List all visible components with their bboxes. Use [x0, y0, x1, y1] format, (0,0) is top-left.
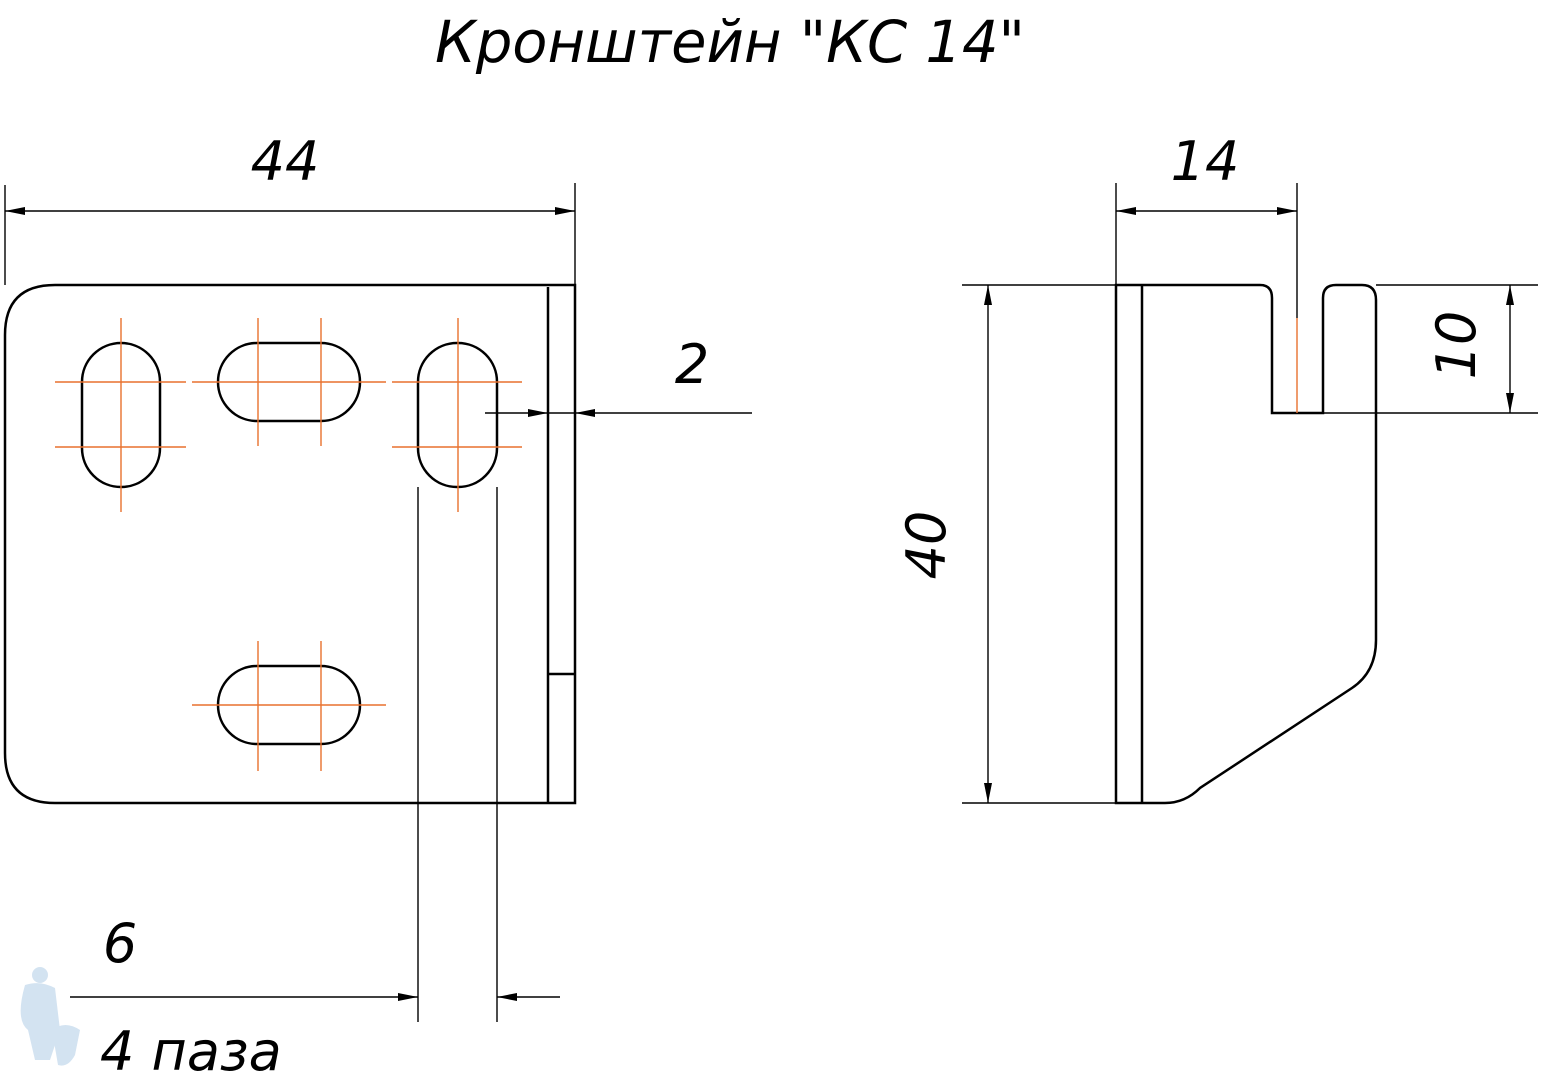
- drawing-title: Кронштейн "КС 14": [435, 8, 1025, 76]
- dim-14-label: 14: [1171, 130, 1240, 193]
- slots-note: 4 паза: [100, 1020, 282, 1080]
- dim-6-extension: [417, 487, 498, 1022]
- centerlines: [55, 318, 522, 771]
- dim-40-label: 40: [895, 511, 958, 580]
- dim-44-extension: [4, 183, 576, 285]
- watermark-logo: [20, 967, 80, 1066]
- side-view: 14 40 10: [895, 130, 1538, 805]
- dim-10-label: 10: [1425, 311, 1488, 380]
- dim-6-label: 6: [103, 912, 137, 975]
- front-view: 44 2 6 4 паза: [3, 130, 752, 1080]
- side-outline: [1114, 283, 1378, 805]
- dim-2-label: 2: [675, 333, 709, 396]
- front-outline: [3, 283, 577, 805]
- dim-14-extension: [1115, 183, 1298, 318]
- dim-40-extension: [962, 284, 1116, 804]
- dim-44-label: 44: [251, 130, 320, 193]
